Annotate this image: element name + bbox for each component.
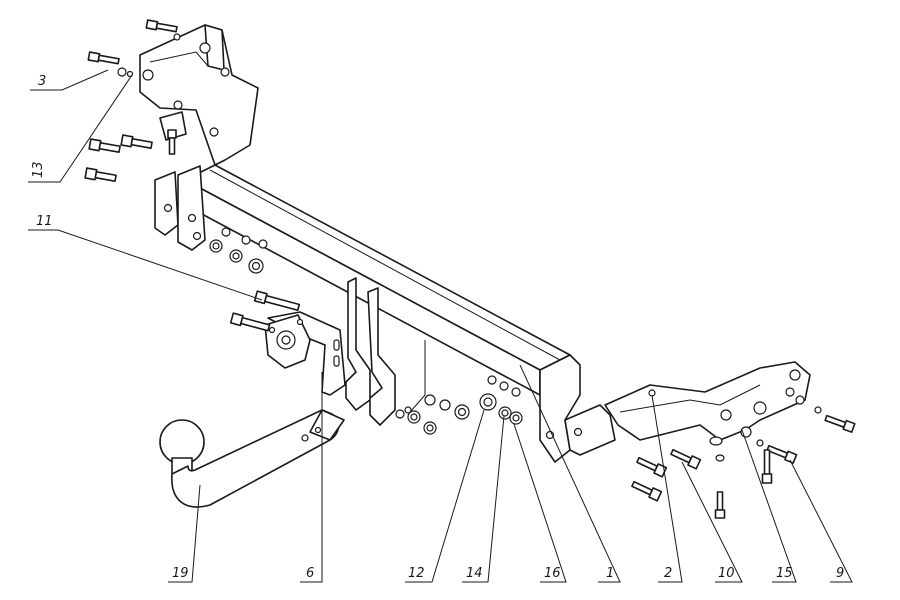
callout-1: 1 bbox=[606, 566, 614, 581]
callout-3: 3 bbox=[38, 74, 46, 89]
callout-19: 19 bbox=[172, 566, 189, 581]
callout-9: 9 bbox=[836, 566, 844, 581]
upper-left-bolts bbox=[84, 19, 181, 182]
center-nut-cluster bbox=[407, 375, 523, 435]
callout-11: 11 bbox=[36, 214, 53, 229]
callout-6: 6 bbox=[306, 566, 314, 581]
leader-lines bbox=[28, 69, 853, 583]
callout-16: 16 bbox=[544, 566, 561, 581]
socket-plate bbox=[229, 290, 346, 396]
right-mounting-bracket bbox=[604, 361, 811, 441]
callout-10: 10 bbox=[718, 566, 735, 581]
callout-numbers: 3 13 11 19 6 12 14 16 1 2 10 15 9 bbox=[31, 74, 844, 581]
right-end-plate bbox=[539, 354, 616, 463]
callout-12: 12 bbox=[408, 566, 425, 581]
callout-14: 14 bbox=[466, 566, 483, 581]
left-mounting-bracket bbox=[139, 24, 259, 166]
left-nut-cluster bbox=[209, 227, 268, 274]
center-hanger-brackets bbox=[345, 277, 426, 426]
callout-13: 13 bbox=[31, 161, 46, 178]
tow-ball bbox=[159, 409, 345, 508]
callout-2: 2 bbox=[664, 566, 672, 581]
callout-15: 15 bbox=[776, 566, 793, 581]
right-bolts bbox=[631, 395, 856, 519]
